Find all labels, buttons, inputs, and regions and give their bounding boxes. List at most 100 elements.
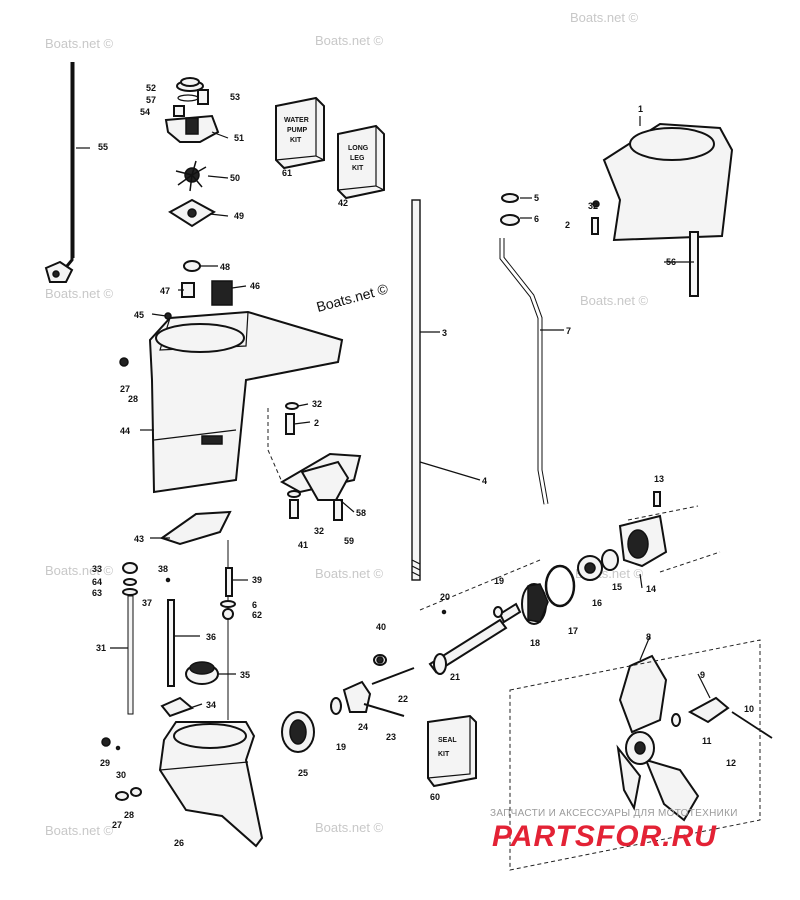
callout-5: 5 xyxy=(534,193,539,203)
callout-48: 48 xyxy=(220,262,230,272)
callout-30: 30 xyxy=(116,770,126,780)
water-pump-kit-box: WATER PUMP KIT xyxy=(275,96,325,170)
callout-34: 34 xyxy=(206,700,216,710)
long-leg-kit-box: LONG LEG KIT xyxy=(337,124,385,200)
callout-31: 31 xyxy=(96,643,106,653)
callout-60: 60 xyxy=(430,792,440,802)
callout-50: 50 xyxy=(230,173,240,183)
watermark: Boats.net © xyxy=(570,10,639,25)
callout-29: 29 xyxy=(100,758,110,768)
callout-42: 42 xyxy=(338,198,348,208)
callout-53: 53 xyxy=(230,92,240,102)
callout-6: 6 xyxy=(534,214,539,224)
callout-58: 58 xyxy=(356,508,366,518)
callout-46: 46 xyxy=(250,281,260,291)
callout-32: 32 xyxy=(312,399,322,409)
callout-54: 54 xyxy=(140,107,150,117)
upper-gearcase-housing xyxy=(119,310,344,494)
watermark: Boats.net © xyxy=(45,36,114,51)
seal-kit-box: SEAL KIT xyxy=(427,714,477,788)
callout-63: 63 xyxy=(92,588,102,598)
callout-4: 4 xyxy=(482,476,487,486)
callout-64: 64 xyxy=(92,577,102,587)
leader-lines xyxy=(76,116,711,709)
callout-2: 2 xyxy=(565,220,570,230)
kit-label-line: WATER xyxy=(284,117,309,124)
callout-24: 24 xyxy=(358,722,368,732)
callout-33: 33 xyxy=(92,564,102,574)
callout-9: 9 xyxy=(700,670,705,680)
callout-38: 38 xyxy=(158,564,168,574)
callout-19: 19 xyxy=(494,576,504,586)
callout-51: 51 xyxy=(234,133,244,143)
seal-ring-and-studs xyxy=(122,510,236,720)
callout-12: 12 xyxy=(726,758,736,768)
shift-rod-right xyxy=(499,193,549,505)
callout-14: 14 xyxy=(646,584,656,594)
callout-37: 37 xyxy=(142,598,152,608)
callout-17: 17 xyxy=(568,626,578,636)
propeller xyxy=(509,639,773,871)
exhaust-housing xyxy=(591,122,734,297)
kit-label-line: KIT xyxy=(290,137,302,144)
callout-16: 16 xyxy=(592,598,602,608)
mounting-plate xyxy=(267,402,362,521)
gear-bearing xyxy=(281,667,415,753)
callout-3: 3 xyxy=(442,328,447,338)
impeller xyxy=(175,160,207,192)
watermark: Boats.net © xyxy=(580,293,649,308)
callout-43: 43 xyxy=(134,534,144,544)
callout-26: 26 xyxy=(174,838,184,848)
callout-41: 41 xyxy=(298,540,308,550)
water-pump-assembly xyxy=(164,77,233,306)
callout-27: 27 xyxy=(112,820,122,830)
callout-13: 13 xyxy=(654,474,664,484)
kit-label-line: LEG xyxy=(350,155,365,162)
watermark: Boats.net © xyxy=(315,566,384,581)
callout-15: 15 xyxy=(612,582,622,592)
watermark: Boats.net © xyxy=(45,286,114,301)
brand-subtitle: ЗАПЧАСТИ И АКСЕССУАРЫ ДЛЯ МОТОТЕХНИКИ xyxy=(490,808,738,819)
callout-47: 47 xyxy=(160,286,170,296)
callout-40: 40 xyxy=(376,622,386,632)
callout-6: 6 xyxy=(252,600,257,610)
callout-49: 49 xyxy=(234,211,244,221)
kit-label-line: KIT xyxy=(438,751,450,758)
watermark: Boats.net © xyxy=(315,820,384,835)
callout-10: 10 xyxy=(744,704,754,714)
callout-28: 28 xyxy=(128,394,138,404)
callout-7: 7 xyxy=(566,326,571,336)
callout-23: 23 xyxy=(386,732,396,742)
lower-gearcase xyxy=(101,721,264,848)
callout-55: 55 xyxy=(98,142,108,152)
forward-gear-set xyxy=(419,491,721,625)
watermark: Boats.net © xyxy=(45,823,114,838)
callout-62: 62 xyxy=(252,610,262,620)
kit-label-line: LONG xyxy=(348,145,369,152)
callout-labels: 1 2 2 3 4 5 6 6 7 8 9 10 11 12 13 14 15 … xyxy=(92,83,754,848)
pinion-gear xyxy=(160,661,219,718)
kit-label-line: SEAL xyxy=(438,737,457,744)
callout-18: 18 xyxy=(530,638,540,648)
callout-32: 32 xyxy=(314,526,324,536)
callout-61: 61 xyxy=(282,168,292,178)
callout-52: 52 xyxy=(146,83,156,93)
callout-2: 2 xyxy=(314,418,319,428)
callout-45: 45 xyxy=(134,310,144,320)
gear-details xyxy=(376,606,503,664)
callout-1: 1 xyxy=(638,104,643,114)
callout-27: 27 xyxy=(120,384,130,394)
callout-44: 44 xyxy=(120,426,130,436)
callout-19: 19 xyxy=(336,742,346,752)
brand-logo[interactable]: PARTSFOR.RU xyxy=(492,820,717,853)
kit-label-line: PUMP xyxy=(287,127,308,134)
callout-57: 57 xyxy=(146,95,156,105)
shift-rod xyxy=(44,62,75,283)
kit-label-line: KIT xyxy=(352,165,364,172)
watermark: Boats.net © xyxy=(45,563,114,578)
callout-20: 20 xyxy=(440,592,450,602)
callout-32: 32 xyxy=(588,201,598,211)
callout-8: 8 xyxy=(646,632,651,642)
